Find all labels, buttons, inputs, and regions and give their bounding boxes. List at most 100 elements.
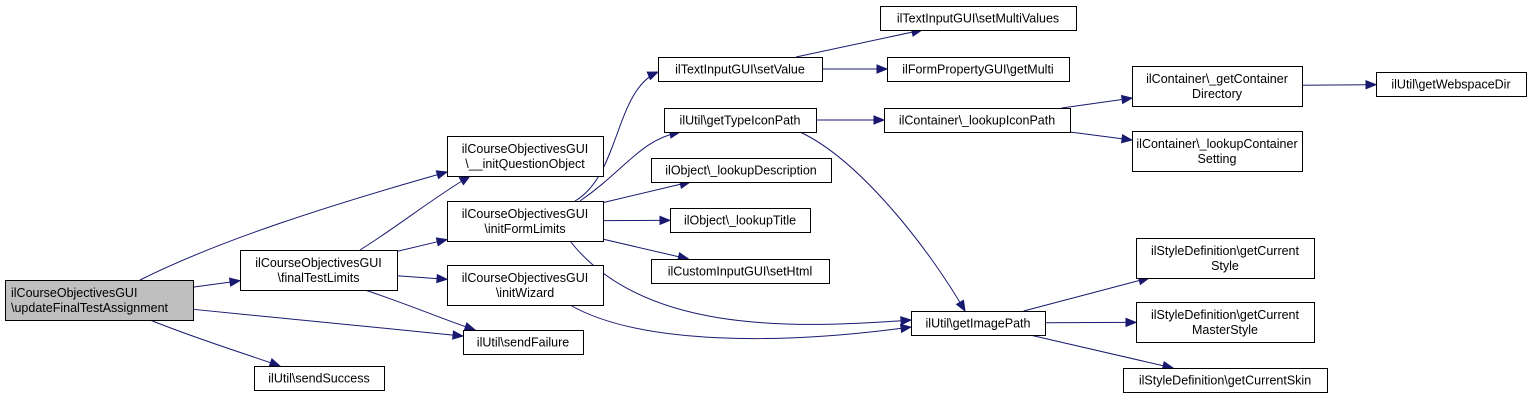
node-box[interactable] [254,366,385,391]
node-box[interactable] [447,136,604,177]
node-label: ilStyleDefinition\getCurrent [1151,244,1300,258]
edge-line [149,319,281,367]
edge-initWizard-to-getImagePath [569,304,913,340]
edge-finalTestLimits-to-initWizard [396,273,449,284]
node-label: ilUtil\getWebspaceDir [1391,78,1510,92]
edge-initFormLimits-to-lookupDescription [602,179,692,204]
node-sendFailure[interactable]: ilUtil\sendFailure [463,330,584,355]
node-label: ilCourseObjectivesGUI [462,207,588,221]
node-setValue[interactable]: ilTextInputGUI\setValue [658,57,823,82]
node-label: Setting [1198,152,1237,166]
edge-line [1301,84,1367,86]
arrowhead-icon [1125,317,1138,328]
node-box[interactable] [463,330,584,355]
edge-line [1069,131,1123,140]
edge-getImagePath-to-getCurrentMasterStyle [1044,317,1138,328]
node-lookupIconPath[interactable]: ilContainer\_lookupIconPath [884,108,1071,133]
node-box[interactable] [1132,66,1303,107]
node-getTypeIconPath[interactable]: ilUtil\getTypeIconPath [664,108,817,133]
node-box[interactable] [1136,238,1315,279]
node-box[interactable] [651,158,832,183]
node-box[interactable] [1376,72,1527,97]
node-label: ilTextInputGUI\setValue [675,63,805,77]
node-lookupTitle[interactable]: ilObject\_lookupTitle [670,208,811,233]
node-finalTestLimits[interactable]: ilCourseObjectivesGUI\finalTestLimits [240,250,398,291]
node-box[interactable] [1132,131,1303,172]
node-label: ilContainer\_lookupContainer [1136,137,1297,151]
node-getCurrentSkin[interactable]: ilStyleDefinition\getCurrentSkin [1123,368,1328,393]
node-label: \finalTestLimits [278,271,360,285]
node-box[interactable] [447,201,604,242]
node-label: \initFormLimits [484,222,565,236]
node-label: ilContainer\_getContainer [1146,72,1288,86]
edge-line [574,71,659,202]
node-box[interactable] [884,108,1071,133]
edge-root-to-sendFailure [192,308,465,340]
node-box[interactable] [1136,302,1315,343]
node-label: ilCourseObjectivesGUI [462,142,588,156]
edge-line [579,131,681,202]
node-lookupDescription[interactable]: ilObject\_lookupDescription [651,158,832,183]
node-label: ilObject\_lookupDescription [665,164,817,178]
arrowhead-icon [646,71,660,81]
node-root[interactable]: ilCourseObjectivesGUI\updateFinalTestAss… [5,280,194,321]
node-getWebspaceDir[interactable]: ilUtil\getWebspaceDir [1376,72,1527,97]
edge-line [396,241,438,252]
arrowhead-icon [1365,79,1378,90]
node-setHtml[interactable]: ilCustomInputGUI\setHtml [651,259,830,284]
arrowhead-icon [228,277,242,287]
arrowhead-icon [1120,133,1134,144]
node-label: ilCourseObjectivesGUI [255,256,381,270]
arrowhead-icon [458,175,472,186]
edge-root-to-finalTestLimits [192,277,242,288]
edge-line [1029,334,1164,367]
node-box[interactable] [670,208,811,233]
edge-line [1061,98,1123,109]
node-label: ilObject\_lookupTitle [684,214,796,228]
node-box[interactable] [240,250,398,291]
node-box[interactable] [5,280,194,321]
node-label: ilStyleDefinition\getCurrentSkin [1139,374,1311,388]
edge-initFormLimits-to-setHtml [602,238,690,262]
node-box[interactable] [651,259,830,284]
node-initQuestionObject[interactable]: ilCourseObjectivesGUI\__initQuestionObje… [447,136,604,177]
arrowhead-icon [873,115,886,125]
edge-setValue-to-getMulti [822,64,889,74]
node-label: ilTextInputGUI\setMultiValues [897,12,1059,26]
node-initFormLimits[interactable]: ilCourseObjectivesGUI\initFormLimits [447,201,604,242]
node-box[interactable] [447,265,604,306]
node-sendSuccess[interactable]: ilUtil\sendSuccess [254,366,385,391]
node-box[interactable] [880,6,1077,31]
arrowhead-icon [436,273,449,284]
node-box[interactable] [911,311,1046,336]
arrowhead-icon [955,299,966,313]
edge-line [602,183,681,204]
node-box[interactable] [1123,368,1328,393]
edge-root-to-initQuestionObject [139,170,449,281]
node-initWizard[interactable]: ilCourseObjectivesGUI\initWizard [447,265,604,306]
edges-layer [139,27,1378,371]
arrowhead-icon [659,215,672,226]
edge-getTypeIconPath-to-lookupIconPath [816,115,886,125]
edge-line [602,238,679,258]
node-box[interactable] [887,57,1070,82]
node-label: \initWizard [496,286,554,300]
node-setMultiValues[interactable]: ilTextInputGUI\setMultiValues [880,6,1077,31]
arrowhead-icon [463,322,477,332]
node-label: Style [1211,259,1239,273]
edge-finalTestLimits-to-initFormLimits [396,237,449,252]
node-getMulti[interactable]: ilFormPropertyGUI\getMulti [887,57,1070,82]
node-label: ilContainer\_lookupIconPath [899,114,1055,128]
arrowhead-icon [435,237,449,247]
edge-line [192,308,454,336]
node-getImagePath[interactable]: ilUtil\getImagePath [911,311,1046,336]
arrowhead-icon [1120,94,1134,105]
node-box[interactable] [658,57,823,82]
arrowhead-icon [435,170,449,180]
node-box[interactable] [664,108,817,133]
